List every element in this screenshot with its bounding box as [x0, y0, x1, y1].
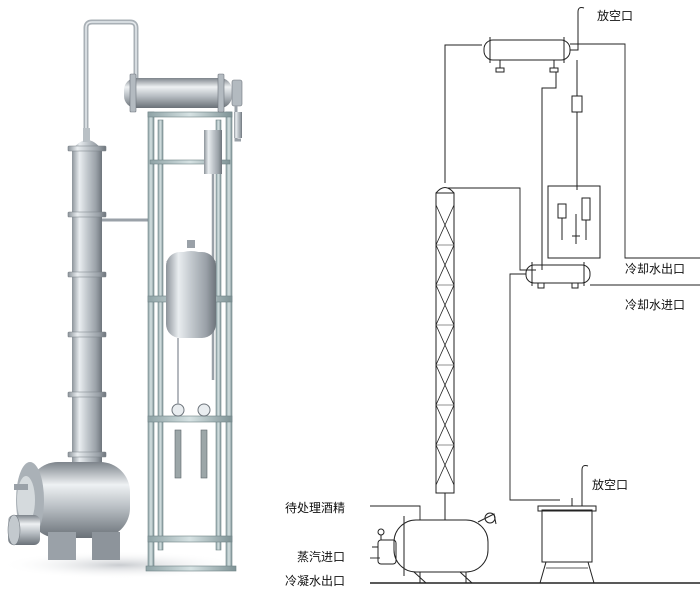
- label-cooling-water-inlet: 冷却水进口: [625, 298, 686, 312]
- column-lattice: [435, 204, 455, 486]
- reboiler-saddle-left: [48, 532, 76, 560]
- product-line-schematic: [509, 273, 560, 501]
- alcohol-feed-line: [370, 505, 421, 520]
- column-flanges: [67, 145, 107, 458]
- column-neck: [83, 128, 90, 142]
- label-condensate-outlet: 冷凝水出口: [285, 574, 346, 588]
- vapour-line: [444, 44, 482, 183]
- column-schematic: [435, 192, 455, 494]
- heater-pipe: [14, 484, 28, 490]
- receiver-tank-top: [166, 251, 216, 262]
- column-schematic-top: [435, 187, 455, 194]
- reflux-drum-rendering: [204, 130, 222, 174]
- distillation-column: [72, 150, 102, 480]
- reflux-return-line: [448, 187, 536, 271]
- support-frame: [145, 111, 237, 572]
- cooling-water-outlet-line: [570, 43, 700, 259]
- reflux-valve: [572, 214, 580, 244]
- condenser-schematic: [483, 39, 571, 61]
- cooling-water-nozzle: [234, 112, 242, 138]
- condensate-line: [541, 72, 557, 270]
- pressure-gauge-left: [171, 403, 185, 417]
- product-cooler-schematic: [525, 264, 591, 284]
- receiver-tank-schematic: [541, 509, 593, 563]
- sight-glass-right: [200, 429, 208, 479]
- label-steam-inlet: 蒸汽进口: [297, 550, 346, 564]
- process-schematic: [370, 7, 700, 584]
- vapour-pipe: [83, 19, 139, 135]
- vent-line-top: [570, 12, 579, 51]
- condenser-rendering: [124, 78, 232, 108]
- reboiler-manhole-schematic: [477, 513, 497, 525]
- label-vent-receiver: 放空口: [592, 478, 629, 492]
- condenser-flanges: [129, 73, 243, 113]
- receiver-tank-rendering: [166, 252, 216, 338]
- reboiler-schematic: [393, 519, 489, 573]
- label-alcohol-feed: 待处理酒精: [285, 501, 346, 515]
- label-cooling-water-outlet: 冷却水出口: [625, 262, 686, 276]
- equipment-rendering: [0, 19, 243, 579]
- steam-heater-schematic: [377, 539, 397, 565]
- receiver-tank-nozzle: [187, 240, 195, 248]
- heater-flange: [7, 514, 21, 546]
- pressure-gauge-right: [197, 403, 211, 417]
- reflux-box: [547, 185, 601, 259]
- vapour-pipe-highlight: [85, 21, 137, 135]
- label-vent-top: 放空口: [597, 9, 634, 23]
- flow-meter-top: [571, 95, 583, 113]
- sight-glass-left: [174, 429, 182, 479]
- reboiler-saddle-right: [92, 532, 120, 560]
- reflux-rotameter-left: [557, 203, 567, 219]
- reboiler-tank: [28, 462, 130, 538]
- reflux-rotameter-right: [581, 197, 591, 221]
